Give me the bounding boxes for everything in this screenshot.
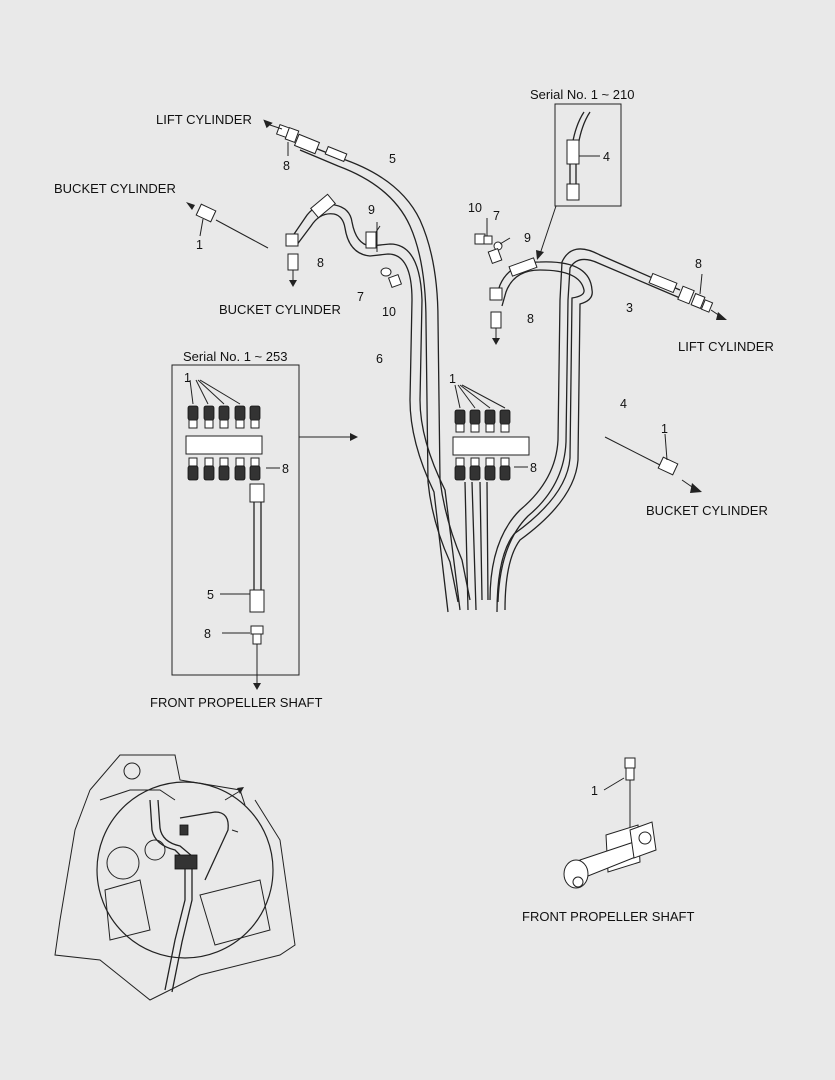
callout-1-shaft: 1 bbox=[591, 784, 598, 798]
label-lift-cylinder-right: LIFT CYLINDER bbox=[678, 339, 774, 354]
clamp-assembly-right bbox=[474, 218, 511, 264]
propeller-shaft-assembly bbox=[563, 757, 657, 889]
fitting-1-bucket-right bbox=[604, 433, 702, 493]
callout-9-right: 9 bbox=[524, 231, 531, 245]
fitting-8-right bbox=[677, 273, 727, 320]
callout-1-bucket-right: 1 bbox=[661, 422, 668, 436]
center-manifold bbox=[452, 384, 530, 611]
label-bucket-cylinder-right: BUCKET CYLINDER bbox=[646, 503, 768, 518]
fitting-8-top bbox=[263, 119, 300, 156]
hose-3 bbox=[489, 248, 681, 603]
callout-1-box: 1 bbox=[184, 371, 191, 385]
callout-7-left: 7 bbox=[357, 290, 364, 304]
label-front-propeller-right: FRONT PROPELLER SHAFT bbox=[522, 909, 694, 924]
label-bucket-cylinder-mid-left: BUCKET CYLINDER bbox=[219, 302, 341, 317]
serial-210-hose-4 bbox=[536, 111, 600, 260]
callout-4-serial: 4 bbox=[603, 150, 610, 164]
callout-3: 3 bbox=[626, 301, 633, 315]
callout-9-left: 9 bbox=[368, 203, 375, 217]
hose-6 bbox=[285, 193, 461, 613]
callout-7-right: 7 bbox=[493, 209, 500, 223]
callout-8-box-low: 8 bbox=[204, 627, 211, 641]
callout-1-bucket-left: 1 bbox=[196, 238, 203, 252]
callout-8-left: 8 bbox=[317, 256, 324, 270]
callout-5-box: 5 bbox=[207, 588, 214, 602]
serial-253-manifold bbox=[185, 379, 280, 690]
callout-5-top: 5 bbox=[389, 152, 396, 166]
arrow-to-center bbox=[299, 433, 358, 441]
callout-4-center: 4 bbox=[620, 397, 627, 411]
fittings-row-bottom bbox=[187, 457, 261, 481]
callout-8-box: 8 bbox=[282, 462, 289, 476]
serial-210-frame bbox=[554, 103, 622, 207]
label-bucket-cylinder-top-left: BUCKET CYLINDER bbox=[54, 181, 176, 196]
callout-1-center: 1 bbox=[449, 372, 456, 386]
hose-4 bbox=[489, 257, 593, 613]
fittings-row-top bbox=[187, 405, 261, 429]
callout-10-left: 10 bbox=[382, 305, 396, 319]
callout-8-top: 8 bbox=[283, 159, 290, 173]
label-serial-253: Serial No. 1 ~ 253 bbox=[183, 349, 287, 364]
label-serial-210: Serial No. 1 ~ 210 bbox=[530, 87, 634, 102]
label-lift-cylinder-left: LIFT CYLINDER bbox=[156, 112, 252, 127]
callout-8-right-top: 8 bbox=[695, 257, 702, 271]
clamp-assembly-left bbox=[365, 222, 403, 289]
callout-8-center: 8 bbox=[530, 461, 537, 475]
callout-10-right: 10 bbox=[468, 201, 482, 215]
detail-circle bbox=[96, 781, 274, 959]
label-front-propeller-left: FRONT PROPELLER SHAFT bbox=[150, 695, 322, 710]
machine-frame-overview bbox=[54, 754, 296, 1001]
fitting-1-bucket-left bbox=[186, 202, 269, 249]
callout-8-right-mid: 8 bbox=[527, 312, 534, 326]
serial-253-frame bbox=[171, 364, 300, 676]
callout-6: 6 bbox=[376, 352, 383, 366]
manifold-block bbox=[185, 435, 263, 455]
